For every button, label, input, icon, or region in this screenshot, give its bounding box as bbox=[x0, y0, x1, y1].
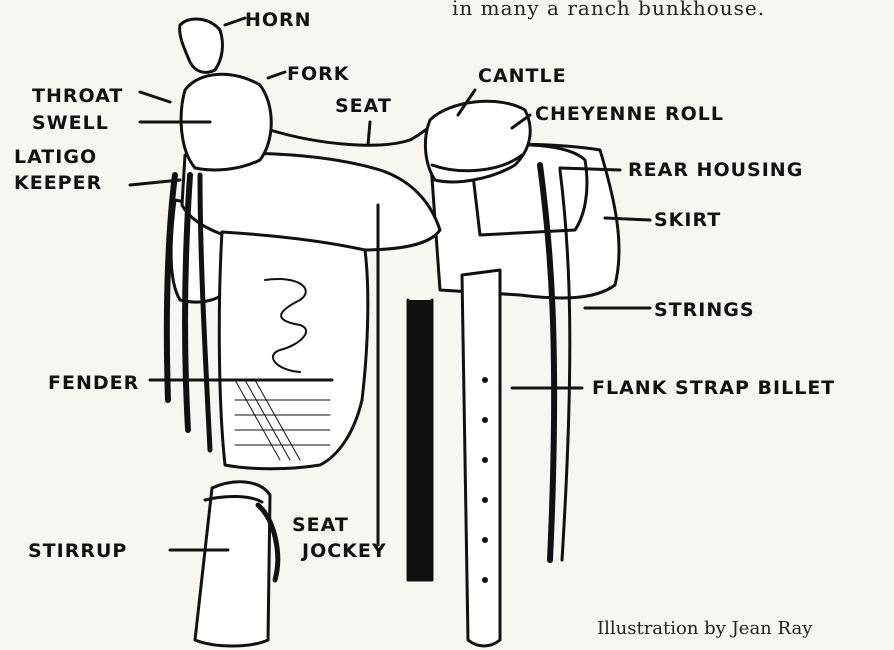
label-keeper: KEEPER bbox=[14, 173, 102, 193]
label-fork: FORK bbox=[287, 64, 349, 84]
label-seat: SEAT bbox=[335, 96, 392, 116]
label-strings: STRINGS bbox=[654, 300, 755, 320]
label-horn: HORN bbox=[245, 10, 312, 30]
flank-billet bbox=[462, 270, 500, 646]
label-swell: SWELL bbox=[32, 113, 109, 133]
label-stirrup: STIRRUP bbox=[28, 541, 127, 561]
saddle-fender bbox=[219, 232, 368, 469]
label-cheyenne-roll: CHEYENNE ROLL bbox=[535, 104, 724, 124]
label-fender: FENDER bbox=[48, 373, 139, 393]
label-rear-housing: REAR HOUSING bbox=[628, 160, 803, 180]
saddle-horn-shape bbox=[180, 19, 223, 72]
label-latigo: LATIGO bbox=[14, 147, 97, 167]
label-throat: THROAT bbox=[32, 86, 123, 106]
cinch-strap bbox=[408, 300, 432, 580]
label-seat-jockey-line1: SEAT bbox=[292, 515, 349, 535]
label-flank-strap-billet: FLANK STRAP BILLET bbox=[592, 378, 835, 398]
label-cantle: CANTLE bbox=[478, 66, 567, 86]
illustration-credit: Illustration by Jean Ray bbox=[597, 618, 812, 639]
label-seat-jockey-line2: JOCKEY bbox=[302, 541, 387, 561]
label-skirt: SKIRT bbox=[654, 210, 721, 230]
